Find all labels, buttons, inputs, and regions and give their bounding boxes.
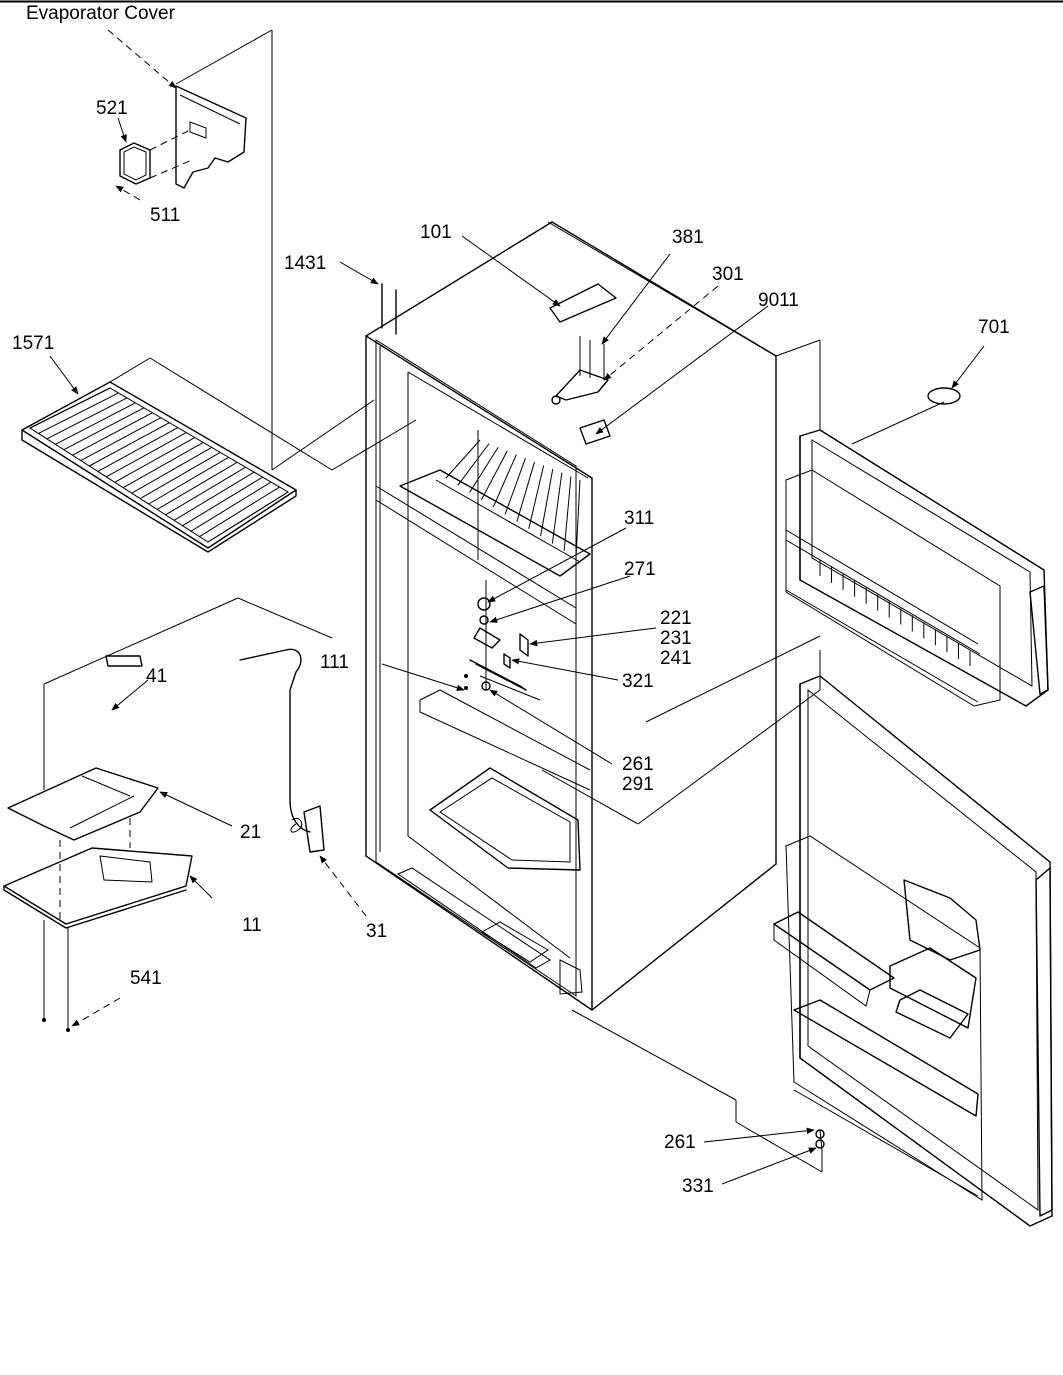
shelf-rod — [165, 466, 246, 516]
shelf-rod — [207, 491, 289, 543]
callout-101: 101 — [420, 222, 452, 243]
callout-301: 301 — [712, 264, 744, 285]
freezer-shelf-1571 — [21, 381, 297, 553]
callout-541: 541 — [130, 968, 162, 989]
freezer-slat — [551, 472, 563, 544]
callout-311: 311 — [624, 508, 654, 529]
thermostat-parts — [464, 597, 541, 701]
shelf-rod — [89, 422, 170, 467]
freezer-slat — [492, 454, 517, 508]
callout-331: 331 — [682, 1176, 714, 1197]
callout-261-door: 261 — [664, 1132, 696, 1153]
callout-291: 291 — [622, 774, 654, 795]
hinge-assembly — [549, 283, 617, 445]
callout-321: 321 — [622, 671, 654, 692]
shelf-rod — [38, 392, 119, 434]
shelf-rod — [131, 446, 212, 494]
defrost-tube-31 — [239, 648, 325, 853]
crisper-panel-21 — [7, 767, 159, 841]
callout-1571: 1571 — [12, 333, 54, 354]
shelf-rod — [148, 456, 229, 505]
callout-521: 521 — [96, 98, 128, 119]
callout-241: 241 — [660, 648, 692, 669]
crisper-base-11 — [3, 847, 193, 929]
shelf-rod — [29, 387, 111, 429]
callout-261-cabinet: 261 — [622, 754, 654, 775]
hinge-pins-1431 — [381, 283, 397, 335]
evaporator-cover — [175, 85, 247, 189]
diagram-title: Evaporator Cover — [26, 3, 176, 24]
callout-21: 21 — [240, 822, 261, 843]
callout-271: 271 — [624, 559, 656, 580]
freezer-slat — [575, 479, 581, 559]
callout-41: 41 — [146, 666, 167, 687]
fresh-food-door — [773, 675, 1053, 1227]
shelf-rod — [106, 432, 187, 478]
shelf-rod — [63, 407, 145, 451]
freezer-slat — [457, 443, 490, 486]
shelf-rod — [199, 486, 280, 537]
crisper-cover-41 — [105, 655, 143, 667]
shelf-rod — [55, 402, 136, 445]
callout-111: 111 — [320, 652, 349, 673]
freezer-slat — [540, 469, 554, 537]
callout-221: 221 — [660, 608, 692, 629]
callout-1431: 1431 — [284, 253, 326, 274]
shelf-rod — [46, 397, 128, 440]
shelf-rod — [190, 481, 272, 532]
callout-701: 701 — [978, 317, 1010, 338]
shelf-rod — [122, 442, 204, 489]
callout-11: 11 — [242, 915, 262, 936]
shelf-rod — [97, 427, 179, 472]
callout-381: 381 — [672, 227, 704, 248]
shelf-rod — [182, 476, 263, 527]
callout-9011: 9011 — [758, 290, 799, 311]
refrigerator-cabinet — [365, 221, 777, 1011]
callout-31: 31 — [366, 921, 387, 942]
shelf-rod — [139, 451, 221, 500]
freezer-slat — [528, 465, 545, 530]
freezer-slat — [469, 447, 499, 493]
fan-grille-521 — [119, 129, 193, 185]
shelf-rod — [80, 417, 162, 462]
shelf-rod — [114, 437, 196, 483]
shelf-rod — [156, 461, 238, 510]
freezer-slat — [481, 450, 508, 501]
freezer-slat — [516, 461, 536, 522]
shelf-rod — [173, 471, 255, 521]
freezer-slat — [563, 476, 572, 551]
shelf-rod — [72, 412, 153, 456]
freezer-slat — [504, 458, 526, 515]
freezer-door-701 — [785, 387, 1049, 707]
callout-511: 511 — [150, 205, 180, 226]
freezer-slat — [445, 439, 481, 479]
callout-231: 231 — [660, 628, 692, 649]
